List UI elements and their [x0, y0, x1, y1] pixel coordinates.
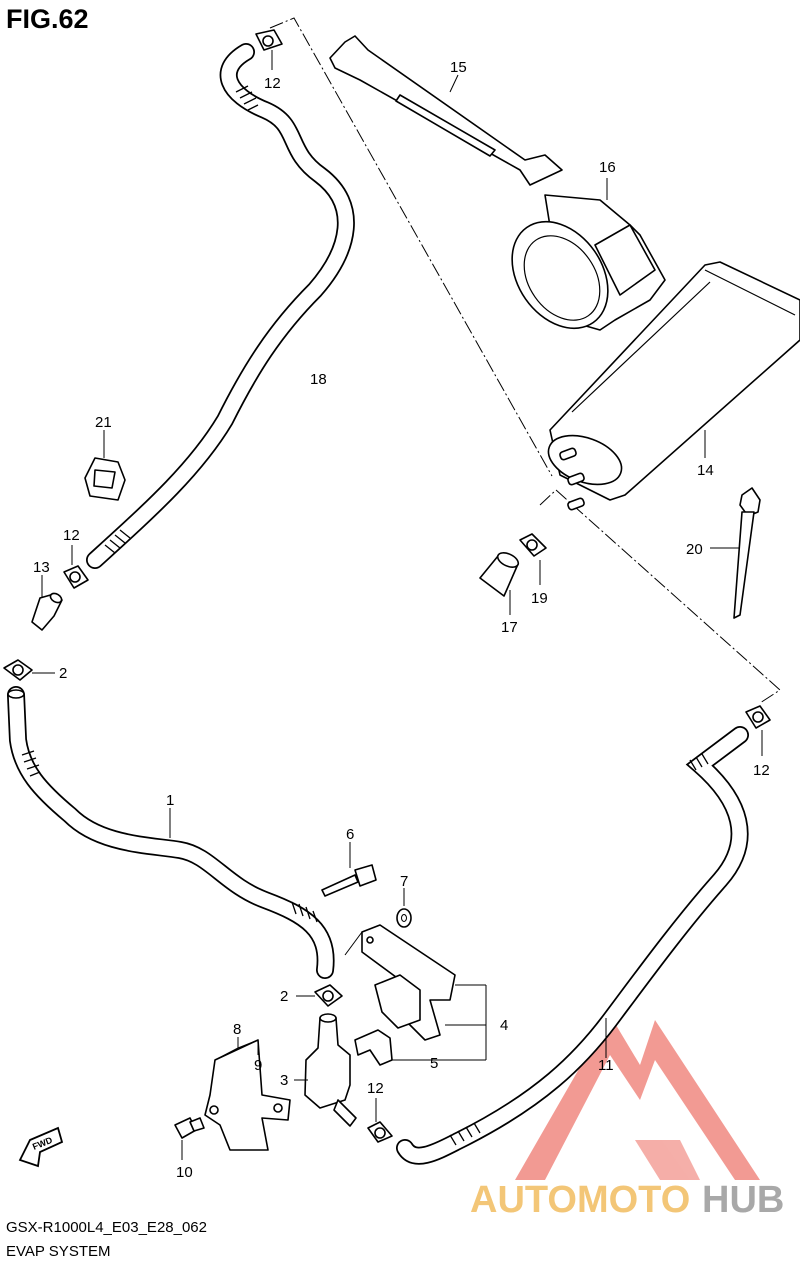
clamp-12-right: [745, 705, 771, 756]
clamp-12-bottom: [367, 1098, 393, 1143]
strap-15: [329, 35, 563, 186]
clamp-12-left: [63, 545, 89, 589]
watermark-brand-second: HUB: [702, 1179, 784, 1221]
fwd-direction-badge: FWD: [18, 1126, 64, 1168]
part-label-7: 7: [400, 873, 408, 890]
part-label-14: 14: [697, 462, 714, 479]
bracket-5: [354, 1029, 486, 1066]
reference-lines: [269, 17, 781, 704]
canister-cover-16: [511, 178, 666, 331]
part-label-6: 6: [346, 826, 354, 843]
part-label-18: 18: [310, 371, 327, 388]
watermark-logo: [515, 1015, 760, 1180]
part-label-10: 10: [176, 1164, 193, 1181]
part-label-group: 12 15 16 18 21 14 12 13 20 19 17 2 12 1 …: [33, 59, 770, 1181]
joint-13: [31, 575, 63, 631]
part-label-21: 21: [95, 414, 112, 431]
part-label-15: 15: [450, 59, 467, 76]
part-label-12-left: 12: [63, 527, 80, 544]
clamp-2-bottom: [296, 984, 343, 1007]
part-label-4: 4: [500, 1017, 508, 1034]
bracket-8-9: [204, 1037, 291, 1151]
watermark-brand-first: AUTOMOTO: [470, 1179, 690, 1221]
part-label-19: 19: [531, 590, 548, 607]
clamp-12-top: [255, 29, 283, 70]
clamp-19: [519, 533, 547, 585]
figure-title: FIG.62: [6, 4, 89, 34]
part-label-12-top: 12: [264, 75, 281, 92]
rivet-6: [321, 842, 377, 897]
part-label-9: 9: [254, 1057, 262, 1074]
canister-14: [547, 261, 800, 511]
part-label-13: 13: [33, 559, 50, 576]
part-label-8: 8: [233, 1021, 241, 1038]
model-code: GSX-R1000L4_E03_E28_062: [6, 1219, 207, 1236]
part-label-2-top: 2: [59, 665, 67, 682]
part-label-16: 16: [599, 159, 616, 176]
part-label-20: 20: [686, 541, 703, 558]
valve-3: [294, 1013, 357, 1127]
section-name: EVAP SYSTEM: [6, 1243, 111, 1260]
part-label-3: 3: [280, 1072, 288, 1089]
washer-7: [396, 888, 412, 928]
bracket-4: [344, 924, 487, 1060]
watermark-triangle-icon: [515, 1015, 760, 1180]
hose-18: [86, 43, 355, 569]
part-label-5: 5: [430, 1055, 438, 1072]
holder-21: [84, 430, 126, 501]
bolt-10: [174, 1117, 205, 1160]
cap-17: [479, 552, 520, 615]
tie-20: [710, 487, 761, 619]
part-label-1: 1: [166, 792, 174, 809]
part-label-11: 11: [598, 1057, 614, 1074]
part-label-12-right: 12: [753, 762, 770, 779]
hose-1: [7, 686, 335, 979]
clamp-2-top: [3, 659, 55, 681]
part-label-12-bottom: 12: [367, 1080, 384, 1097]
part-label-2-bottom: 2: [280, 988, 288, 1005]
hose-11: [396, 726, 749, 1165]
part-label-17: 17: [501, 619, 518, 636]
